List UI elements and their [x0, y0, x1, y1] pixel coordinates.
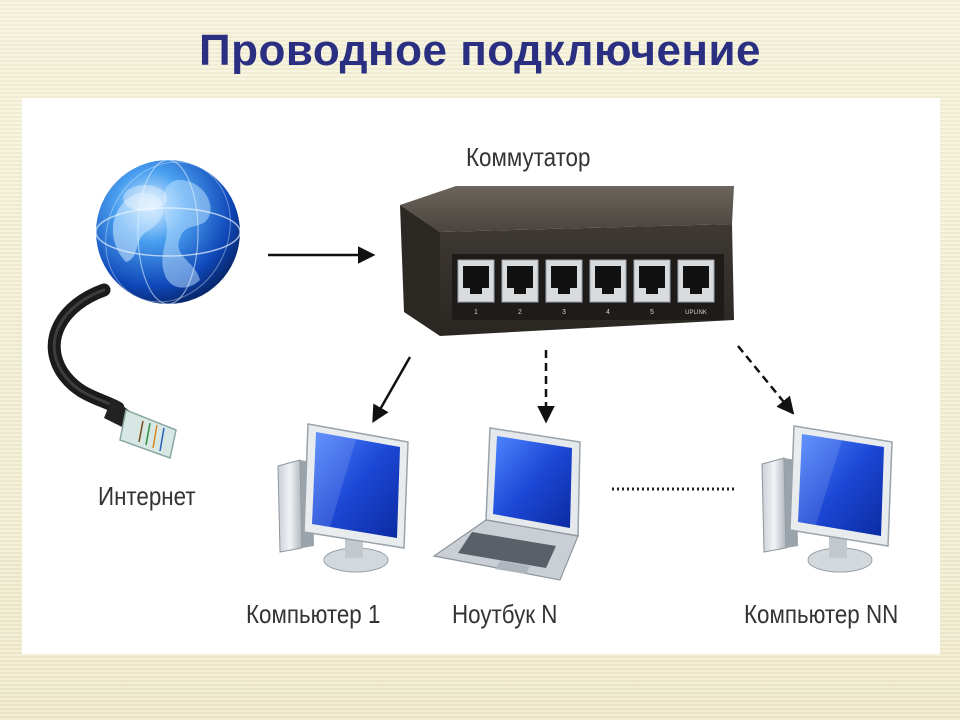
switch-port-label: 4	[606, 309, 610, 316]
switch-port-label: 1	[474, 309, 478, 316]
arrow-switch-to-computer1	[372, 356, 412, 424]
internet-label: Интернет	[98, 481, 196, 511]
computer1-label: Компьютер 1	[246, 599, 381, 629]
switch-port: 2	[501, 259, 539, 316]
ethernet-cable-icon	[47, 283, 177, 459]
switch-label: Коммутатор	[466, 142, 591, 172]
switch-port-label: 5	[650, 309, 654, 316]
globe-icon	[95, 159, 241, 305]
switch-port: 5	[633, 259, 671, 316]
desktop-computer-icon	[277, 423, 409, 573]
switch-port: 3	[545, 259, 583, 316]
switch-port: UPLINK	[677, 259, 715, 316]
switch-port-label: UPLINK	[685, 310, 707, 316]
network-switch-icon: 1 2 3 4 5 UPLINK	[400, 186, 734, 336]
desktop-computer-icon	[761, 425, 893, 573]
switch-port: 4	[589, 259, 627, 316]
page-title: Проводное подключение	[198, 26, 762, 75]
arrow-switch-to-computerNN	[737, 345, 795, 415]
laptop-label: Ноутбук N	[452, 599, 558, 629]
switch-port: 1	[457, 259, 495, 316]
computerNN-label: Компьютер NN	[744, 599, 899, 629]
switch-port-label: 3	[562, 309, 566, 316]
switch-port-label: 2	[518, 309, 522, 316]
laptop-icon	[432, 427, 581, 581]
